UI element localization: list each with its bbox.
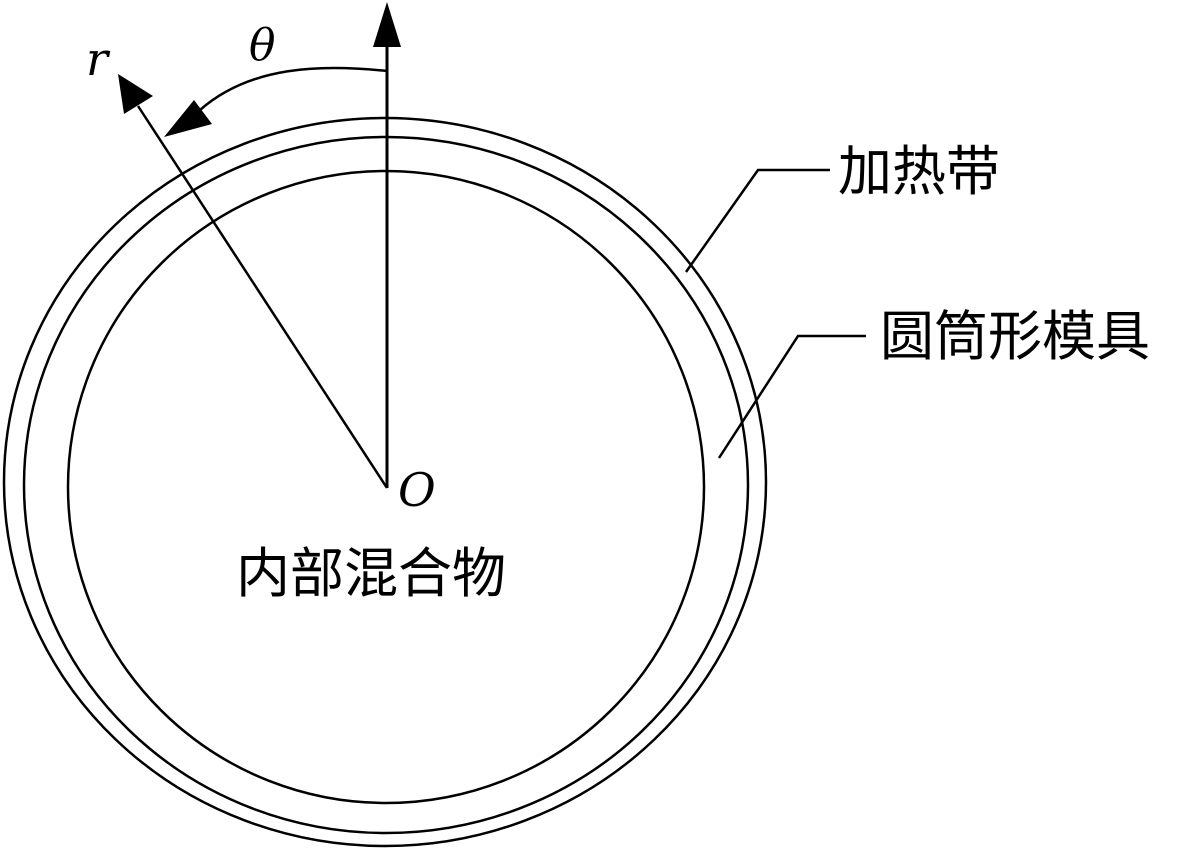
mold-leader <box>717 334 866 459</box>
theta-arrowhead <box>164 100 212 137</box>
heating-band-outer-ring <box>2 116 768 848</box>
heating-band-leader <box>684 168 830 273</box>
radial-line <box>136 105 389 489</box>
heating-band-label: 加热带 <box>838 140 1000 203</box>
cylindrical-mold-label: 圆筒形模具 <box>880 305 1150 368</box>
internal-mixture-label: 内部混合物 <box>236 542 506 605</box>
vertical-axis-arrowhead <box>373 2 401 47</box>
radial-symbol-label: r <box>86 32 111 86</box>
angle-symbol-label: θ <box>249 20 276 71</box>
radial-arrowhead <box>118 74 153 114</box>
origin-symbol-label: O <box>398 463 436 517</box>
theta-arc <box>199 66 388 111</box>
